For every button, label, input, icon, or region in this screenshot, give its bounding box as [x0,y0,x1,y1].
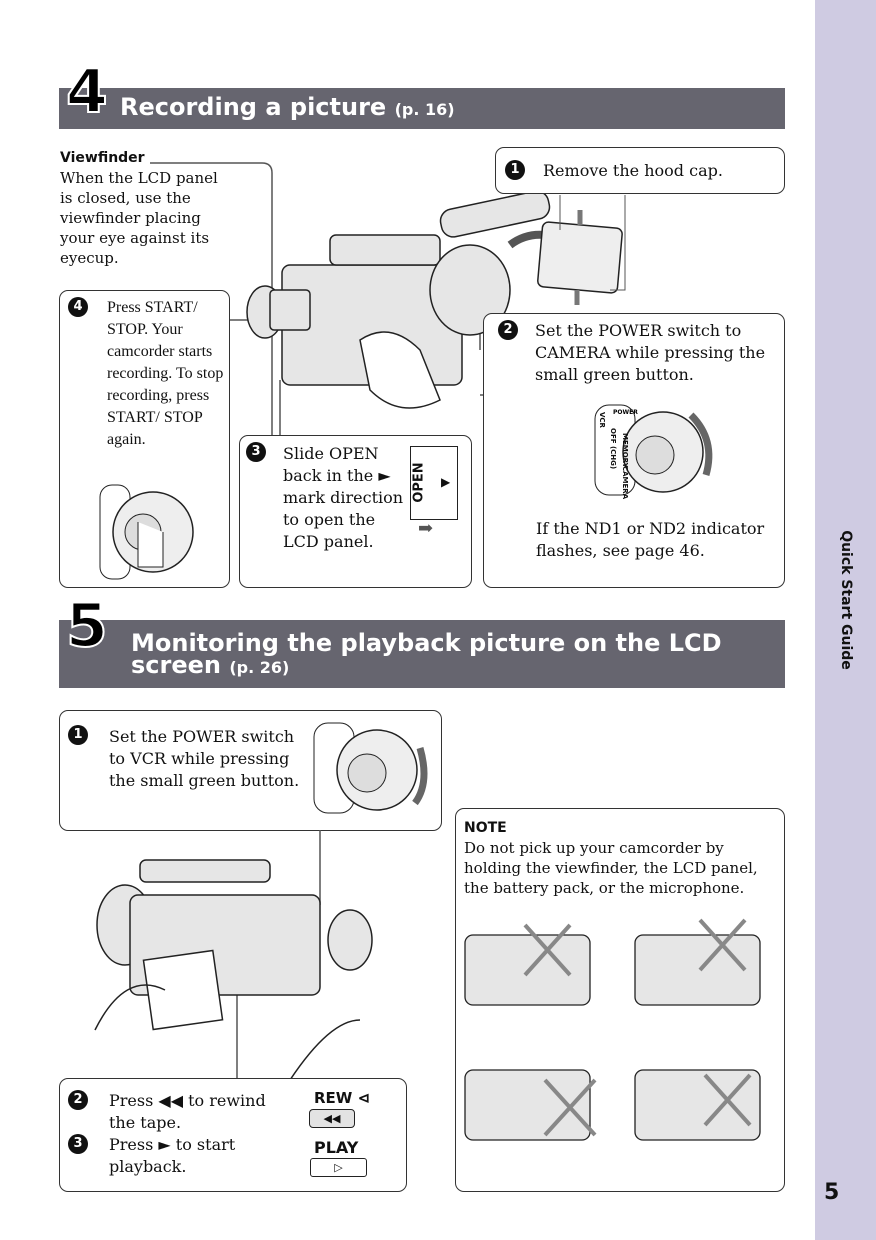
section4-number: 4 [65,57,109,127]
arrow-right-icon: ▶ [441,475,451,489]
s5-step2-text: Press ◀◀ to rewind the tape. [109,1091,266,1132]
section5-title-line2: screen [131,651,221,679]
section5-header-bar [59,620,785,688]
open-switch-label: OPEN [411,462,427,503]
step-number-badge: 1 [505,160,525,180]
section4-title-text: Recording a picture [120,93,387,121]
step3-text: Slide OPEN back in the ► mark direction … [283,444,404,551]
power-dial-press-illustration [99,484,194,580]
note-heading: NOTE [464,820,507,836]
step4-text: Press START/ STOP. Your camcorder starts… [107,299,224,448]
dial-vcr-label: VCR [598,412,606,428]
step2-text: Set the POWER switch to CAMERA while pre… [535,321,766,384]
dial-camera-label: CAMERA [621,466,629,500]
sidebar-label: Quick Start Guide [838,530,854,670]
s5-step2-3-box [59,1078,407,1192]
section4-page-ref: (p. 16) [394,100,455,119]
step-number-badge: 2 [498,320,518,340]
section5-number: 5 [65,591,109,661]
power-dial-vcr-illustration [313,722,428,814]
play-label: PLAY [314,1138,359,1157]
section5-title: Monitoring the playback picture on the L… [131,629,722,679]
step1-box [495,147,785,194]
dial-off-label: OFF (CHG) [609,428,617,470]
step-number-badge: 1 [68,725,88,745]
page-number: 5 [824,1180,840,1205]
slide-arrow-icon: ➡ [418,518,434,539]
s5-step3-text: Press ► to start playback. [109,1135,236,1176]
rew-label: REW ⊲ [314,1089,371,1107]
section4-header-bar [59,88,785,129]
section5-title-line1: Monitoring the playback picture on the L… [131,629,722,657]
note-text: Do not pick up your camcorder by holding… [464,839,758,897]
s5-step1-text: Set the POWER switch to VCR while pressi… [109,727,300,790]
step-number-badge: 3 [246,442,266,462]
camcorder-playback-illustration [94,830,373,1080]
section4-title: Recording a picture (p. 16) [120,93,455,121]
power-dial-camera-illustration: POWER [594,404,713,496]
dial-memory-label: MEMORY [621,433,629,468]
camcorder-recording-illustration [150,162,626,435]
step2-note: If the ND1 or ND2 indicator flashes, see… [536,519,765,560]
step-number-badge: 4 [68,297,88,317]
rew-label-text: REW [314,1089,353,1107]
play-button[interactable]: ▷ [310,1158,367,1177]
rew-button[interactable]: ◀◀ [309,1109,355,1128]
section5-page-ref: (p. 26) [229,658,290,677]
viewfinder-text: When the LCD panel is closed, use the vi… [60,169,218,267]
sidebar-tab [815,0,876,1240]
viewfinder-heading: Viewfinder [60,150,145,166]
open-switch-illustration: OPEN ▶ [410,446,458,520]
step1-text: Remove the hood cap. [543,161,723,180]
step-number-badge: 3 [68,1134,88,1154]
dial-power-label: POWER [613,409,638,416]
incorrect-handling-illustrations [464,918,761,1141]
step-number-badge: 2 [68,1090,88,1110]
